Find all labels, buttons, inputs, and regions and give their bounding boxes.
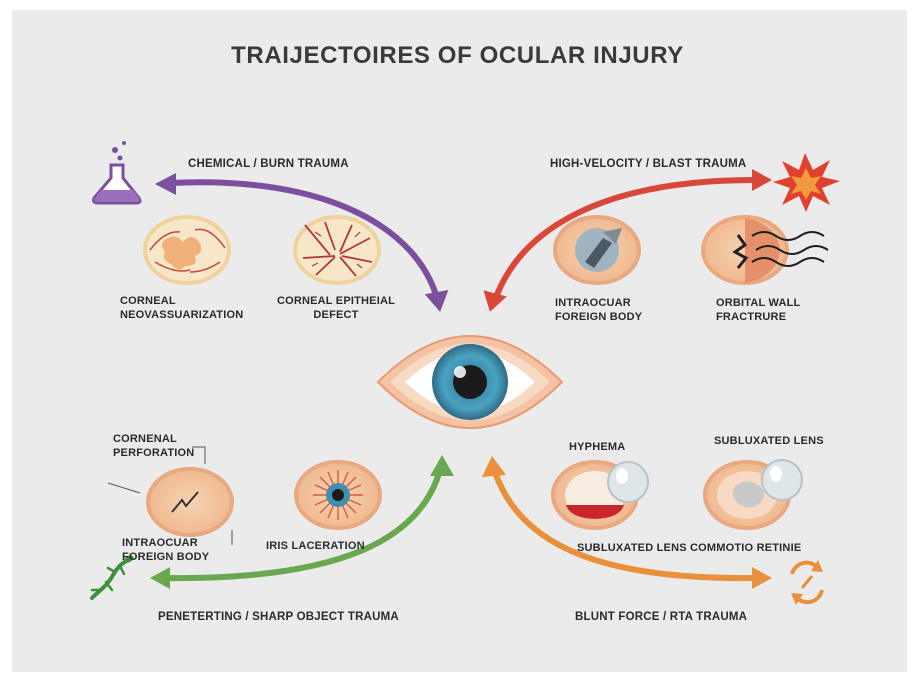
subluxated-lens-top-label: SUBLUXATED LENS (714, 434, 824, 448)
intraocular-foreign-body-top-label: INTRAOCUAR FOREIGN BODY (555, 296, 642, 324)
corneal-epithelial-defect-image (295, 217, 379, 283)
subluxated-lens-bottom-label: SUBLUXATED LENS (577, 541, 687, 555)
hyphema-image (553, 462, 648, 528)
commotio-retinae-image (705, 460, 802, 528)
chemical-trauma-label: CHEMICAL / BURN TRAUMA (188, 157, 349, 171)
corneal-neovascularization-label: CORNEAL NEOVASSUARIZATION (120, 294, 243, 322)
iris-laceration-label: IRIS LACERATION (266, 539, 365, 553)
rotate-arrows-icon (791, 560, 823, 605)
orbital-wall-fracture-image (703, 217, 828, 283)
corneal-perforation-label: CORNENAL PERFORATION (113, 432, 194, 460)
hyphema-label: HYPHEMA (569, 440, 625, 454)
flask-icon (94, 141, 141, 203)
diagram-title: TRAIJECTOIRES OF OCULAR INJURY (0, 42, 915, 70)
penetrating-trauma-label: PENETERTING / SHARP OBJECT TRAUMA (158, 610, 399, 624)
corneal-neovascularization-image (145, 217, 229, 283)
intraocular-foreign-body-bottom-label: INTRAOCUAR FOREIGN BODY (122, 536, 209, 564)
iris-laceration-image (296, 462, 380, 528)
blunt-trauma-label: BLUNT FORCE / RTA TRAUMA (575, 610, 747, 624)
corneal-perforation-image (108, 447, 232, 545)
orbital-wall-fracture-label: ORBITAL WALL FRACTRURE (716, 296, 800, 324)
blast-trauma-label: HIGH-VELOCITY / BLAST TRAUMA (550, 157, 746, 171)
intraocular-foreign-body-top-image (555, 217, 639, 283)
central-eye (378, 336, 562, 428)
commotio-retinae-label: COMMOTIO RETINIE (690, 541, 801, 555)
explosion-icon (773, 153, 840, 212)
corneal-epithelial-defect-label: CORNEAL EPITHEIAL DEFECT (276, 294, 396, 322)
